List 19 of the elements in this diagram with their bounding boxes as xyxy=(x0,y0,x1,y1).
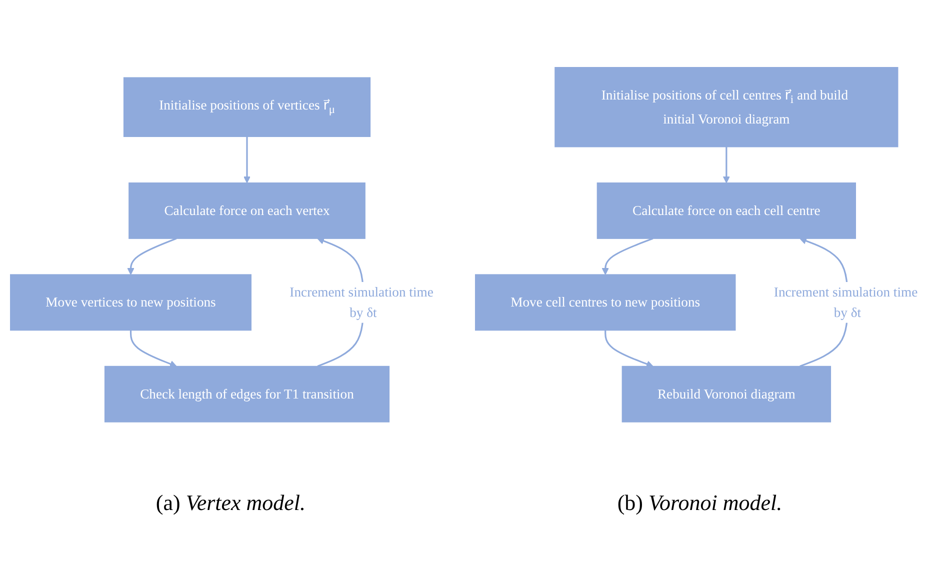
arrow xyxy=(127,238,177,276)
arrow xyxy=(604,330,654,368)
arrow xyxy=(243,136,251,184)
figure-caption: (b) Voronoi model. xyxy=(617,490,782,516)
node-box xyxy=(474,274,736,331)
node-box xyxy=(622,366,832,423)
arrow xyxy=(602,238,654,276)
node-box xyxy=(10,274,252,331)
node-box xyxy=(554,67,898,148)
node-box xyxy=(104,366,390,423)
arrow xyxy=(722,147,730,184)
edge-label: Increment simulation time by δt xyxy=(774,284,918,320)
flowchart-diagram: Increment simulation time by δt Increment simulation time by δt Initialise positions of vertices r⃗$_{μ}$ Calculate force on each vertex Move vertices to new positions Check length of edges for T1 transition Initialise positions of cell centres r⃗$_{i}$ and build initial Voronoi diagram Calculate force on each cell centre Move cell centres to new positions Rebuild Voronoi diagram xyxy=(4,61,934,429)
node-box xyxy=(128,182,366,240)
figure-caption: (a) Vertex model. xyxy=(156,490,306,516)
node-box xyxy=(596,182,856,240)
node-box xyxy=(123,78,371,138)
arrow xyxy=(130,330,177,368)
edge-label: Increment simulation time by δt xyxy=(290,284,434,320)
